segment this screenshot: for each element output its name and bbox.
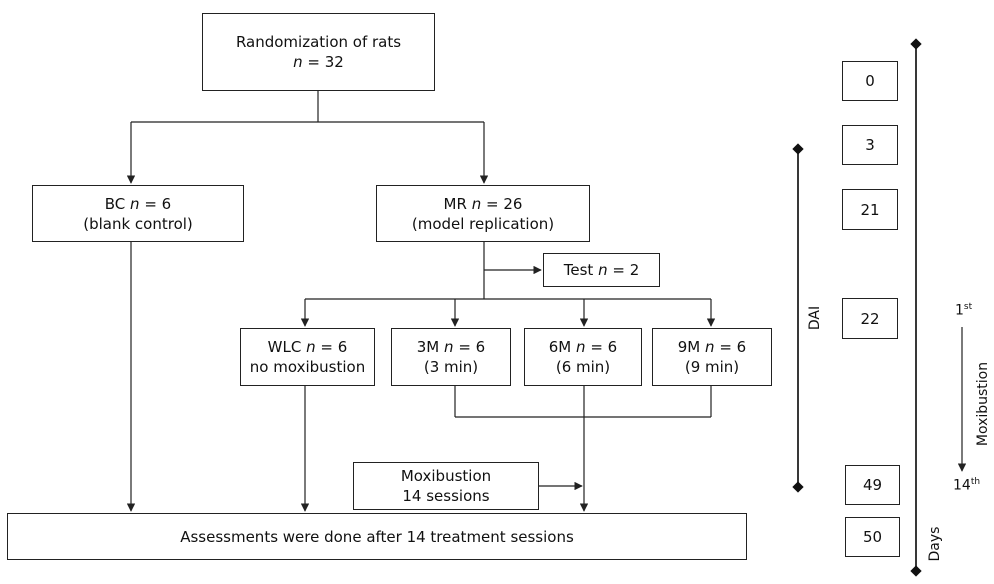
wlc-n-value: = 6 xyxy=(320,338,348,356)
moxibustion-sessions-box: Moxibustion 14 sessions xyxy=(353,462,539,510)
wlc-box: WLC n = 6 no moxibustion xyxy=(240,328,375,386)
6m-n-value: = 6 xyxy=(590,338,618,356)
bc-n-value: = 6 xyxy=(144,194,172,213)
bc-label: BC xyxy=(104,194,126,213)
test-label: Test xyxy=(563,261,594,279)
9m-n-value: = 6 xyxy=(719,338,747,356)
test-box: Test n = 2 xyxy=(543,253,660,287)
3m-label: 3M xyxy=(416,338,440,356)
mr-label: MR xyxy=(443,194,467,213)
dai-end-diamond xyxy=(792,481,804,493)
moxibustion-sessions-count: 14 sessions xyxy=(402,487,490,505)
day-box-22: 22 xyxy=(842,298,898,339)
dai-start-diamond xyxy=(792,143,804,155)
mr-box: MR n = 26 (model replication) xyxy=(376,185,590,242)
3m-box: 3M n = 6 (3 min) xyxy=(391,328,511,386)
session-last-label: 14th xyxy=(953,477,980,494)
day-value: 49 xyxy=(862,476,883,494)
3m-n-symbol: n xyxy=(444,338,454,356)
mr-description: (model replication) xyxy=(411,214,555,233)
6m-box: 6M n = 6 (6 min) xyxy=(524,328,642,386)
wlc-description: no moxibustion xyxy=(249,358,366,376)
6m-label: 6M xyxy=(548,338,572,356)
9m-label: 9M xyxy=(677,338,701,356)
test-n-symbol: n xyxy=(598,261,608,279)
6m-n-symbol: n xyxy=(576,338,586,356)
day-box-0: 0 xyxy=(842,61,898,101)
session-last-suffix: th xyxy=(970,477,981,487)
session-first-suffix: st xyxy=(963,302,973,312)
mr-n-symbol: n xyxy=(471,194,482,213)
9m-box: 9M n = 6 (9 min) xyxy=(652,328,772,386)
9m-n-symbol: n xyxy=(705,338,715,356)
randomization-label: Randomization of rats xyxy=(235,33,402,51)
days-label: Days xyxy=(927,526,943,562)
bc-box: BC n = 6 (blank control) xyxy=(32,185,244,242)
9m-description: (9 min) xyxy=(684,358,740,376)
moxibustion-sessions-title: Moxibustion xyxy=(400,467,492,485)
session-first-number: 1 xyxy=(955,302,964,319)
bc-n-symbol: n xyxy=(130,194,140,213)
day-box-49: 49 xyxy=(845,465,900,505)
3m-n-value: = 6 xyxy=(458,338,486,356)
days-start-diamond xyxy=(910,38,922,50)
session-last-number: 14 xyxy=(953,477,971,494)
day-box-21: 21 xyxy=(842,189,898,230)
day-box-50: 50 xyxy=(845,517,900,557)
assessment-text: Assessments were done after 14 treatment… xyxy=(180,527,574,546)
3m-description: (3 min) xyxy=(423,358,479,376)
day-value: 0 xyxy=(865,72,875,90)
day-value: 22 xyxy=(860,309,880,328)
day-value: 3 xyxy=(865,136,875,154)
randomization-n-symbol: n xyxy=(293,53,303,71)
randomization-n-value: = 32 xyxy=(307,53,344,71)
moxibustion-label: Moxibustion xyxy=(975,361,991,447)
day-value: 21 xyxy=(860,200,880,219)
days-end-diamond xyxy=(910,565,922,577)
wlc-n-symbol: n xyxy=(306,338,316,356)
randomization-box: Randomization of rats n = 32 xyxy=(202,13,435,91)
wlc-label: WLC xyxy=(267,338,302,356)
assessment-box: Assessments were done after 14 treatment… xyxy=(7,513,747,560)
6m-description: (6 min) xyxy=(555,358,611,376)
dai-label: DAI xyxy=(807,305,823,331)
day-box-3: 3 xyxy=(842,125,898,165)
mr-n-value: = 26 xyxy=(486,194,523,213)
bc-description: (blank control) xyxy=(83,214,193,233)
session-first-label: 1st xyxy=(955,302,972,319)
day-value: 50 xyxy=(862,528,883,546)
test-n-value: = 2 xyxy=(612,261,640,279)
